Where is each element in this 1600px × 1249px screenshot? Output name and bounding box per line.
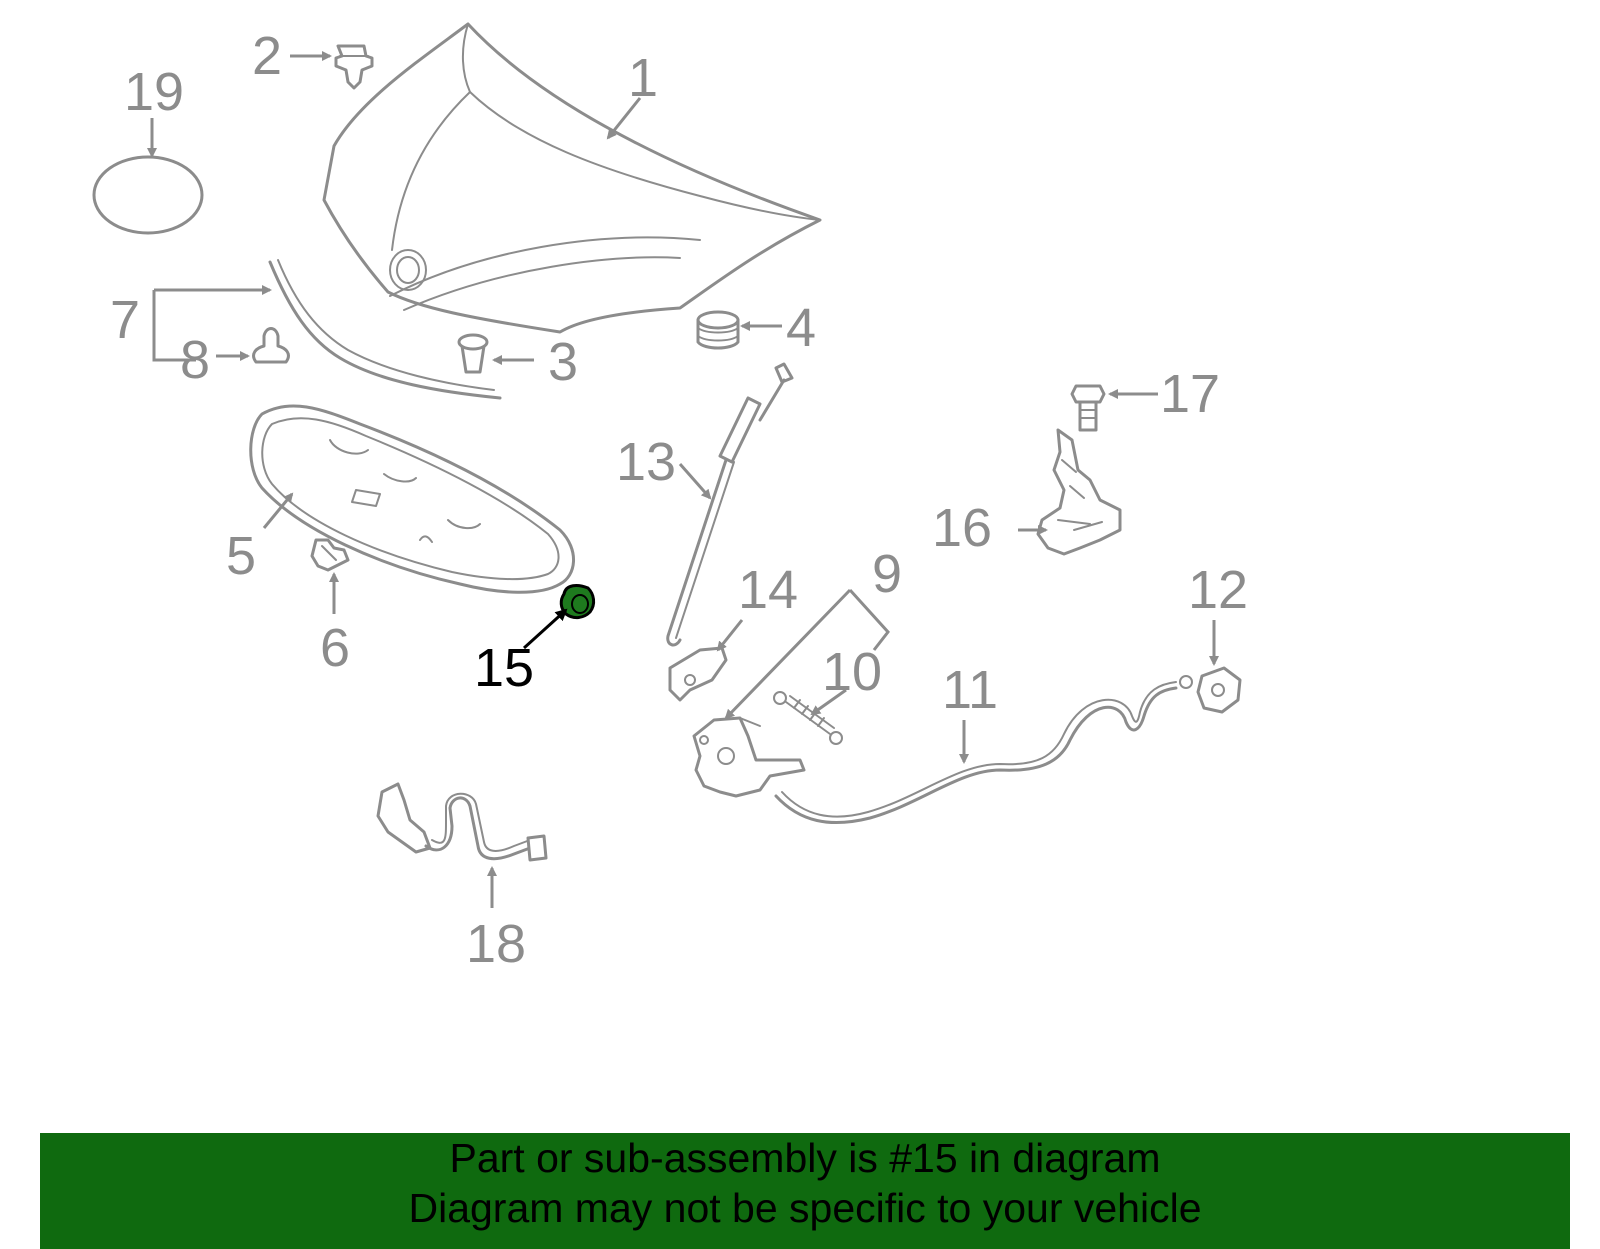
callout-3: 3 [548, 332, 578, 392]
callout-5: 5 [226, 526, 256, 586]
arrow-14 [716, 619, 744, 652]
notice-line-1: Part or sub-assembly is #15 in diagram [449, 1135, 1161, 1181]
part-2-clip [334, 44, 374, 90]
callout-9: 9 [872, 544, 902, 604]
callout-11: 11 [942, 660, 998, 720]
callout-2: 2 [252, 26, 282, 86]
arrow-10 [810, 688, 847, 716]
callout-7: 7 [110, 290, 140, 350]
part-6-clip [310, 538, 350, 572]
callout-10: 10 [822, 642, 882, 702]
callout-12: 12 [1188, 560, 1248, 620]
arrow-1 [606, 97, 642, 140]
callout-19: 19 [124, 62, 184, 122]
part-17-bolt [1070, 384, 1106, 432]
callout-14: 14 [738, 560, 798, 620]
part-9-hood-latch [692, 716, 806, 798]
part-16-latch-bracket [1036, 428, 1122, 556]
callout-4: 4 [786, 298, 816, 358]
arrow-15 [522, 608, 568, 650]
bracket-9 [848, 588, 890, 651]
callout-16: 16 [932, 498, 992, 558]
part-12-release-handle [1196, 666, 1242, 714]
callout-17: 17 [1160, 364, 1220, 424]
part-1-hood [322, 22, 822, 334]
notice-line-2: Diagram may not be specific to your vehi… [408, 1185, 1202, 1231]
arrow-13 [678, 463, 712, 500]
notice-banner: Part or sub-assembly is #15 in diagram D… [40, 1133, 1570, 1249]
part-5-insulator [249, 404, 575, 594]
callout-13: 13 [616, 432, 676, 492]
part-11-release-cable [774, 675, 1193, 825]
callout-8: 8 [180, 330, 210, 390]
part-4-cushion [696, 310, 740, 350]
arrow-5 [262, 492, 294, 529]
part-14-bracket [668, 646, 728, 702]
arrow-9 [724, 588, 852, 720]
bracket-7 [152, 290, 196, 362]
callout-6: 6 [320, 618, 350, 678]
callout-1: 1 [628, 48, 658, 108]
part-7-weatherstrip [268, 259, 502, 400]
part-8-push-clip [252, 327, 290, 364]
part-3-bumper [457, 333, 489, 374]
part-19-emblem [92, 155, 204, 235]
part-15-grommet [559, 584, 596, 620]
callout-15: 15 [474, 638, 534, 698]
part-18-harness [376, 782, 548, 862]
callout-18: 18 [466, 914, 526, 974]
part-13-support-strut [666, 362, 794, 647]
